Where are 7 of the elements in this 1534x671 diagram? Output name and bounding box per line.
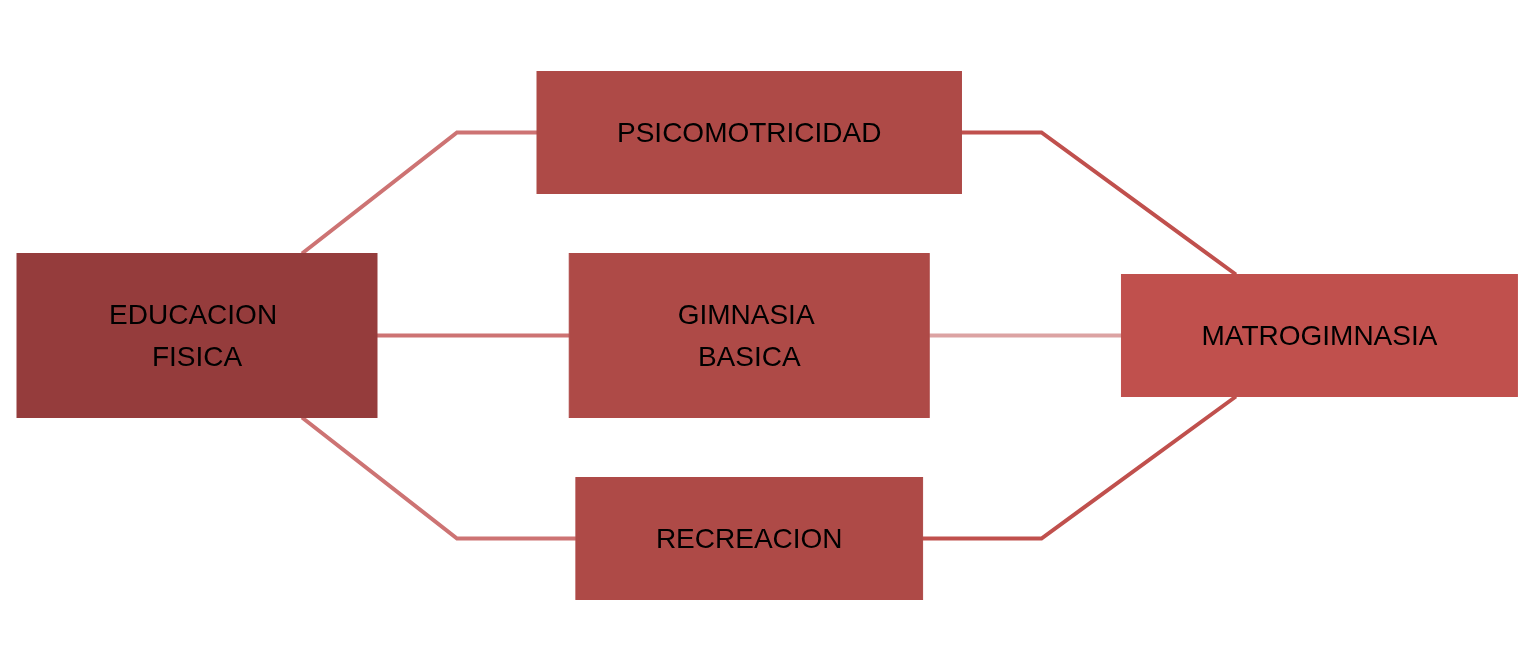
connector <box>376 333 570 338</box>
node-box: EDUCACION FISICA <box>16 253 378 418</box>
node-box: RECREACION <box>575 477 923 600</box>
node-box: MATROGIMNASIA <box>1120 274 1518 397</box>
node-box: PSICOMOTRICIDAD <box>536 71 962 194</box>
connector <box>929 333 1122 338</box>
node-box: GIMNASIA BASICA <box>568 253 930 418</box>
